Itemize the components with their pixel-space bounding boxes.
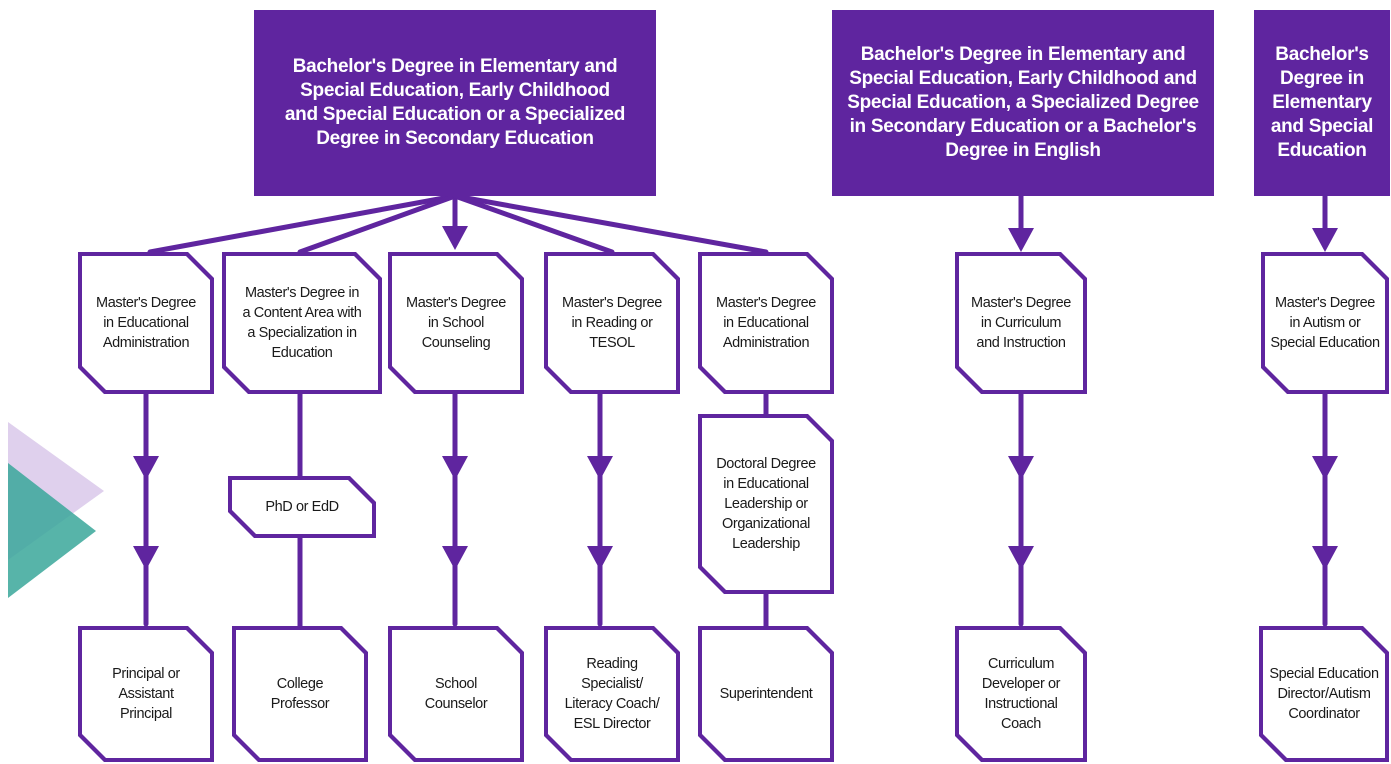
masters-box-4: Master's Degree in Reading or TESOL <box>544 252 680 394</box>
career-5-label: Superintendent <box>719 686 813 702</box>
career-box-2: College Professor <box>232 626 368 762</box>
arrow-m1-a <box>133 456 159 480</box>
arrow-h1-m3 <box>442 226 468 250</box>
header-box-2: Bachelor's Degree in Elementary and Spec… <box>832 10 1214 196</box>
doctoral-label: Doctoral Degree in Educational Leadershi… <box>716 456 816 552</box>
masters-box-6: Master's Degree in Curriculum and Instru… <box>955 252 1087 394</box>
masters-6-label: Master's Degree in Curriculum and Instru… <box>971 295 1071 351</box>
masters-box-2: Master's Degree in a Content Area with a… <box>222 252 382 394</box>
header-box-3: Bachelor's Degree in Elementary and Spec… <box>1254 10 1390 196</box>
career-7-label: Special Education Director/Autism Coordi… <box>1269 666 1379 722</box>
masters-7-label: Master's Degree in Autism or Special Edu… <box>1270 295 1380 351</box>
header-2-label: Bachelor's Degree in Elementary and Spec… <box>847 44 1199 161</box>
career-box-1: Principal or Assistant Principal <box>78 626 214 762</box>
header-box-1: Bachelor's Degree in Elementary and Spec… <box>254 10 656 196</box>
phd-label: PhD or EdD <box>265 499 339 515</box>
connector-h1-m4 <box>452 193 615 255</box>
doctoral-box: Doctoral Degree in Educational Leadershi… <box>698 414 834 594</box>
arrow-m3-b <box>442 546 468 570</box>
arrow-m6-a <box>1008 456 1034 480</box>
masters-2-label: Master's Degree in a Content Area with a… <box>242 285 362 361</box>
career-box-7: Special Education Director/Autism Coordi… <box>1259 626 1389 762</box>
career-box-5: Superintendent <box>698 626 834 762</box>
decorative-triangles <box>8 422 104 598</box>
arrow-h3-m7 <box>1312 228 1338 252</box>
masters-box-1: Master's Degree in Educational Administr… <box>78 252 214 394</box>
career-2-label: College Professor <box>270 676 330 712</box>
masters-3-label: Master's Degree in School Counseling <box>406 295 506 351</box>
masters-1-label: Master's Degree in Educational Administr… <box>96 295 196 351</box>
masters-box-5: Master's Degree in Educational Administr… <box>698 252 834 394</box>
masters-box-7: Master's Degree in Autism or Special Edu… <box>1261 252 1389 394</box>
arrow-m7-a <box>1312 456 1338 480</box>
career-box-6: Curriculum Developer or Instructional Co… <box>955 626 1087 762</box>
masters-5-label: Master's Degree in Educational Administr… <box>716 295 816 351</box>
arrow-h2-m6 <box>1008 228 1034 252</box>
arrow-m7-b <box>1312 546 1338 570</box>
header-1-label: Bachelor's Degree in Elementary and Spec… <box>284 56 626 149</box>
connector-h1-m5 <box>452 193 769 255</box>
career-box-3: School Counselor <box>388 626 524 762</box>
header-3-label: Bachelor's Degree in Elementary and Spec… <box>1270 44 1374 161</box>
career-box-4: Reading Specialist/ Literacy Coach/ ESL … <box>544 626 680 762</box>
career-4-label: Reading Specialist/ Literacy Coach/ ESL … <box>564 656 660 732</box>
teal-triangle-shape <box>8 463 96 598</box>
arrow-m4-a <box>587 456 613 480</box>
masters-box-3: Master's Degree in School Counseling <box>388 252 524 394</box>
arrow-m3-a <box>442 456 468 480</box>
career-1-label: Principal or Assistant Principal <box>112 666 180 722</box>
phd-box: PhD or EdD <box>228 476 376 538</box>
arrow-m6-b <box>1008 546 1034 570</box>
connector-h1-m1 <box>147 193 458 255</box>
career-6-label: Curriculum Developer or Instructional Co… <box>981 656 1061 732</box>
connector-h1-m2 <box>297 193 458 255</box>
masters-4-label: Master's Degree in Reading or TESOL <box>562 295 662 351</box>
arrow-m4-b <box>587 546 613 570</box>
arrow-m1-b <box>133 546 159 570</box>
career-3-label: School Counselor <box>424 676 488 712</box>
